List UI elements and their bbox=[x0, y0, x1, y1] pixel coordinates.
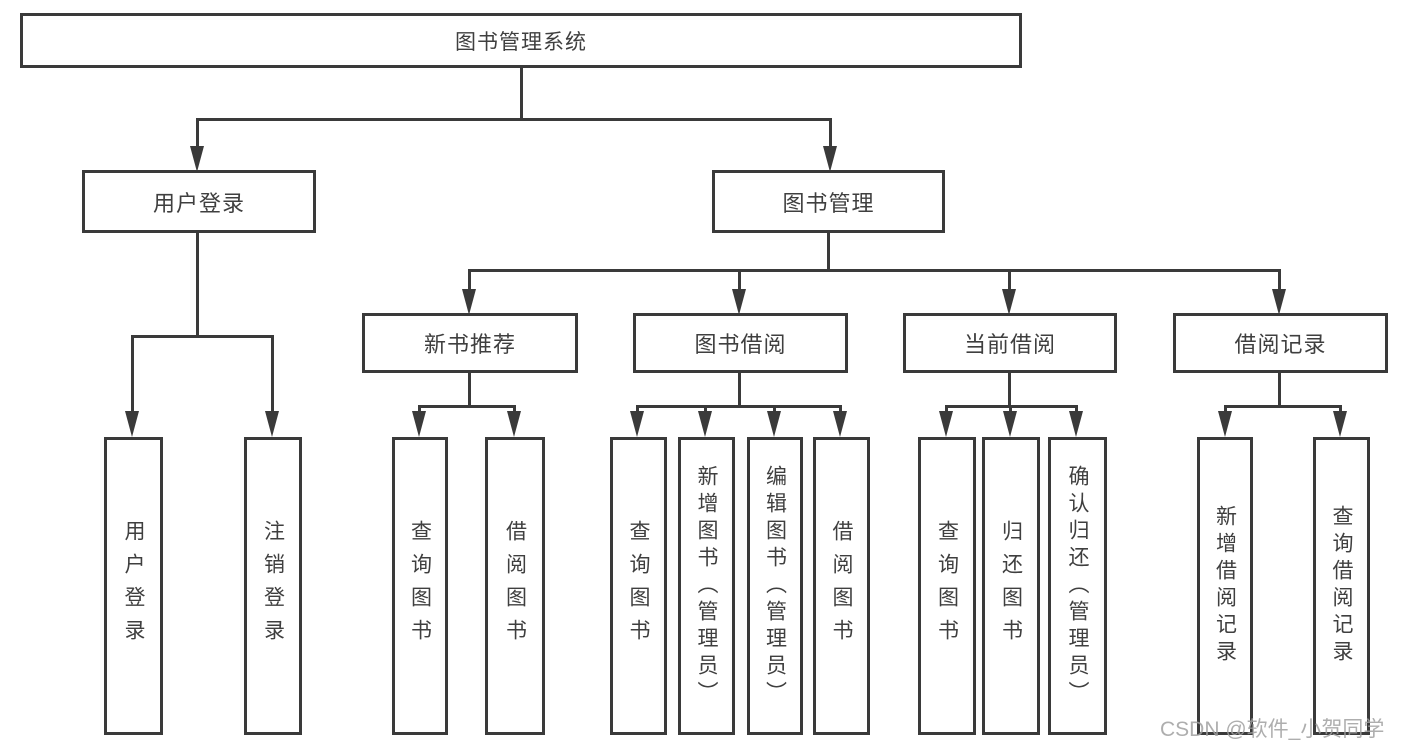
arrow-down-icon bbox=[507, 411, 521, 437]
node-label: 编辑图书（管理员） bbox=[763, 464, 787, 708]
leaf-borrow-books-2: 借阅图书 bbox=[813, 437, 870, 735]
arrow-down-icon bbox=[767, 411, 781, 437]
connector-line bbox=[829, 118, 832, 150]
arrow-down-icon bbox=[1218, 411, 1232, 437]
arrow-down-icon bbox=[833, 411, 847, 437]
connector-line bbox=[827, 233, 830, 272]
node-label: 新增借阅记录 bbox=[1213, 505, 1237, 667]
connector-line bbox=[1008, 269, 1011, 293]
node-label: 用户登录 bbox=[152, 190, 245, 216]
node-label: 当前借阅 bbox=[963, 332, 1056, 357]
arrow-down-icon bbox=[1272, 289, 1286, 315]
node-label: 查询图书 bbox=[627, 520, 650, 652]
leaf-query-books-2: 查询图书 bbox=[610, 437, 667, 735]
arrow-down-icon bbox=[125, 411, 139, 437]
connector-line bbox=[418, 405, 421, 415]
connector-line bbox=[513, 405, 516, 415]
connector-line bbox=[945, 405, 948, 415]
connector-line bbox=[196, 233, 199, 337]
node-label: 借阅图书 bbox=[830, 520, 853, 652]
arrow-down-icon bbox=[265, 411, 279, 437]
node-library-management-system: 图书管理系统 bbox=[20, 13, 1022, 68]
node-borrow-records: 借阅记录 bbox=[1173, 313, 1388, 373]
connector-line bbox=[1339, 405, 1342, 415]
node-label: 借阅图书 bbox=[503, 520, 527, 652]
connector-line bbox=[636, 405, 639, 415]
arrow-down-icon bbox=[939, 411, 953, 437]
leaf-query-books-3: 查询图书 bbox=[918, 437, 976, 735]
arrow-down-icon bbox=[698, 411, 712, 437]
node-label: 用户登录 bbox=[122, 520, 145, 652]
connector-line bbox=[1224, 405, 1342, 408]
node-current-borrow: 当前借阅 bbox=[903, 313, 1117, 373]
node-label: 图书管理 bbox=[782, 190, 875, 216]
connector-line bbox=[1075, 405, 1078, 415]
node-label: 归还图书 bbox=[999, 520, 1023, 652]
leaf-add-books-admin: 新增图书（管理员） bbox=[678, 437, 735, 735]
arrow-down-icon bbox=[1069, 411, 1083, 437]
node-label: 注销登录 bbox=[261, 520, 285, 652]
connector-line bbox=[468, 373, 471, 407]
node-label: 查询图书 bbox=[408, 520, 432, 652]
connector-line bbox=[1009, 405, 1012, 415]
node-new-book-recommend: 新书推荐 bbox=[362, 313, 578, 373]
arrow-down-icon bbox=[732, 289, 746, 315]
connector-line bbox=[636, 405, 842, 408]
leaf-confirm-return-admin: 确认归还（管理员） bbox=[1048, 437, 1107, 735]
arrow-down-icon bbox=[1333, 411, 1347, 437]
arrow-down-icon bbox=[823, 146, 837, 172]
connector-line bbox=[1224, 405, 1227, 415]
arrow-down-icon bbox=[1002, 289, 1016, 315]
connector-line bbox=[520, 68, 523, 120]
leaf-return-books: 归还图书 bbox=[982, 437, 1040, 735]
leaf-query-books-1: 查询图书 bbox=[392, 437, 448, 735]
arrow-down-icon bbox=[462, 289, 476, 315]
connector-line bbox=[1008, 373, 1011, 407]
arrow-down-icon bbox=[1003, 411, 1017, 437]
connector-line bbox=[468, 269, 471, 293]
connector-line bbox=[196, 118, 832, 121]
leaf-logout: 注销登录 bbox=[244, 437, 302, 735]
node-label: 查询借阅记录 bbox=[1330, 505, 1353, 667]
node-label: 查询图书 bbox=[935, 520, 959, 652]
leaf-user-login: 用户登录 bbox=[104, 437, 163, 735]
connector-line bbox=[773, 405, 776, 415]
connector-line bbox=[839, 405, 842, 415]
connector-line bbox=[738, 373, 741, 407]
connector-line bbox=[1278, 269, 1281, 293]
connector-line bbox=[418, 405, 516, 408]
connector-line bbox=[131, 335, 134, 413]
connector-line bbox=[468, 269, 1281, 272]
leaf-query-borrow-record: 查询借阅记录 bbox=[1313, 437, 1370, 735]
node-label: 确认归还（管理员） bbox=[1066, 464, 1089, 708]
arrow-down-icon bbox=[190, 146, 204, 172]
node-label: 新书推荐 bbox=[423, 332, 516, 357]
node-book-management: 图书管理 bbox=[712, 170, 945, 233]
node-user-login: 用户登录 bbox=[82, 170, 316, 233]
node-label: 图书借阅 bbox=[694, 332, 787, 357]
connector-line bbox=[738, 269, 741, 293]
connector-line bbox=[271, 335, 274, 413]
leaf-edit-books-admin: 编辑图书（管理员） bbox=[747, 437, 803, 735]
node-label: 新增图书（管理员） bbox=[695, 464, 718, 708]
node-label: 图书管理系统 bbox=[455, 30, 587, 54]
connector-line bbox=[704, 405, 707, 415]
connector-line bbox=[131, 335, 274, 338]
leaf-borrow-books-1: 借阅图书 bbox=[485, 437, 545, 735]
connector-line bbox=[1278, 373, 1281, 407]
arrow-down-icon bbox=[412, 411, 426, 437]
csdn-watermark: CSDN @软件_小贺同学 bbox=[1160, 718, 1385, 741]
node-book-borrow: 图书借阅 bbox=[633, 313, 848, 373]
arrow-down-icon bbox=[630, 411, 644, 437]
leaf-add-borrow-record: 新增借阅记录 bbox=[1197, 437, 1253, 735]
connector-line bbox=[196, 118, 199, 150]
node-label: 借阅记录 bbox=[1234, 332, 1327, 357]
